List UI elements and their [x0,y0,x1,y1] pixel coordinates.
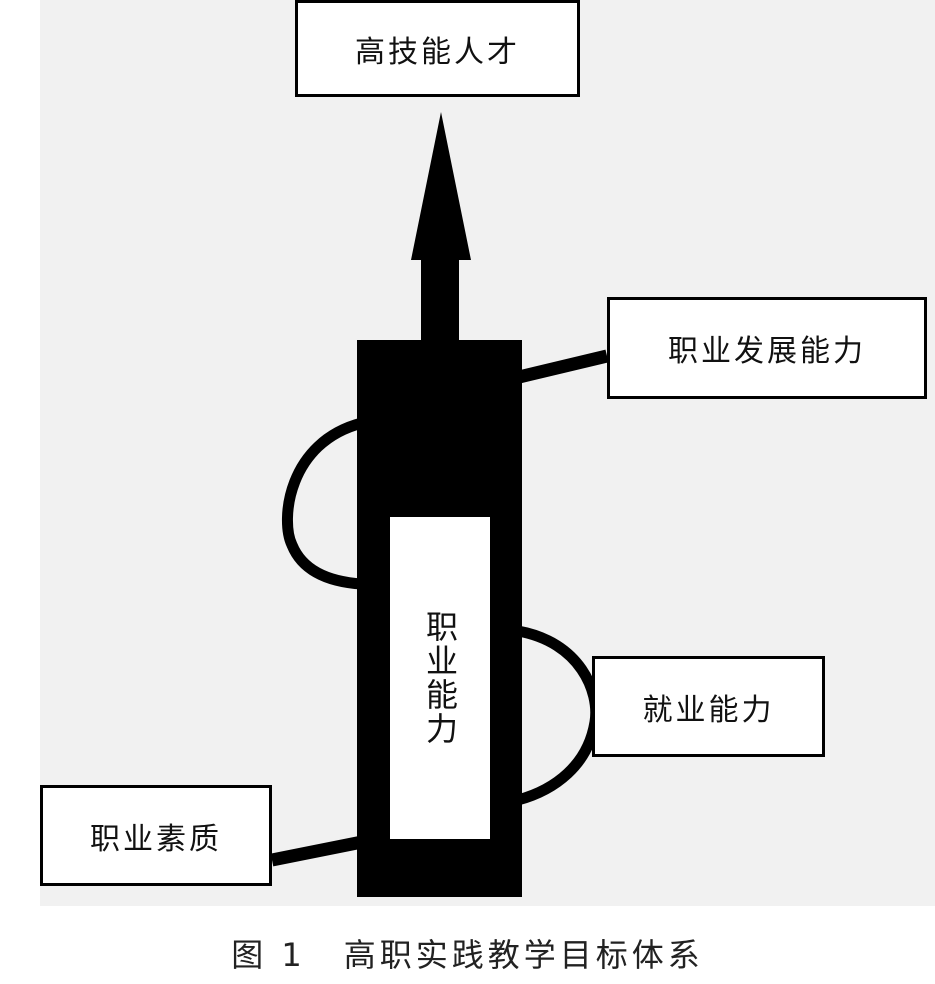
professional-quality-label: 职业素质 [90,821,222,857]
employment-ability-box: 就业能力 [592,656,825,757]
figure-title: 高职实践教学目标体系 [343,936,704,974]
center-label-professional-ability: 职业能力 [421,610,459,746]
top-box-label: 高技能人才 [355,34,520,70]
center-panel: 职业能力 [390,517,490,839]
development-ability-box: 职业发展能力 [607,297,927,399]
upward-arrow [411,112,471,345]
figure-caption: 图 1 高职实践教学目标体系 [0,930,935,976]
figure-number: 图 1 [231,936,306,974]
professional-quality-box: 职业素质 [40,785,272,886]
development-ability-label: 职业发展能力 [668,334,866,369]
employment-ability-label: 就业能力 [642,692,775,728]
development-connector [513,349,609,385]
right-loop [516,625,602,806]
quality-connector [270,835,364,867]
left-loop [281,417,364,590]
top-box-high-skill-talent: 高技能人才 [295,0,580,97]
